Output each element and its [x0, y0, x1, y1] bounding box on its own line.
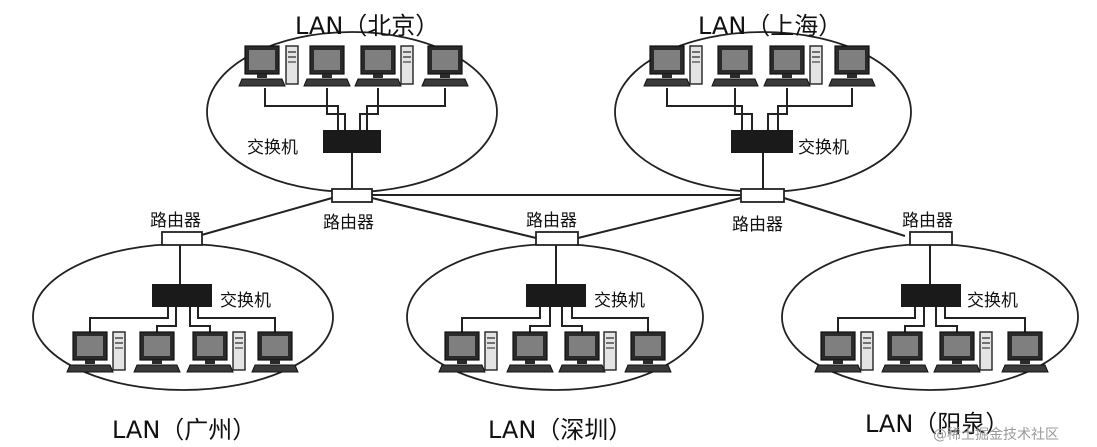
switch-label-shenzhen: 交换机: [594, 291, 645, 311]
pc-icon: [66, 331, 114, 373]
lan-title-guangzhou: LAN（广州）: [112, 416, 257, 444]
pc-icon: [251, 331, 299, 373]
switch-shanghai: [731, 130, 793, 153]
tower-icon: [484, 331, 498, 371]
pc-icon: [186, 331, 234, 373]
switch-label-beijing: 交换机: [247, 138, 298, 158]
router-label-shanghai: 路由器: [732, 215, 783, 235]
router-shenzhen: [535, 231, 579, 246]
lan-shenzhen: [438, 231, 672, 373]
router-label-guangzhou: 路由器: [150, 211, 201, 231]
tower-icon: [603, 331, 617, 371]
pc-icon: [421, 45, 469, 87]
pc-icon: [438, 331, 486, 373]
tower-icon: [689, 45, 703, 85]
pc-icon: [303, 45, 351, 87]
lan-title-shanghai: LAN（上海）: [698, 12, 843, 40]
pc-icon: [133, 331, 181, 373]
switch-label-yangquan: 交换机: [967, 291, 1018, 311]
switch-yangquan: [901, 284, 961, 307]
router-label-beijing: 路由器: [323, 213, 374, 233]
pc-icon: [238, 45, 286, 87]
pc-icon: [506, 331, 554, 373]
tower-icon: [112, 331, 126, 371]
router-beijing: [331, 188, 373, 203]
tower-icon: [979, 331, 993, 371]
switch-label-guangzhou: 交换机: [220, 291, 271, 311]
tower-icon: [809, 45, 823, 85]
tower-icon: [860, 331, 874, 371]
router-shanghai: [740, 188, 785, 203]
lan-title-yangquan: LAN（阳泉）: [865, 410, 1010, 438]
tower-icon: [400, 45, 414, 85]
pc-icon: [1001, 331, 1049, 373]
pc-icon: [828, 45, 876, 87]
backbone-links: [197, 194, 906, 239]
switch-beijing: [323, 130, 381, 153]
router-guangzhou: [161, 231, 203, 246]
lan-shanghai: [643, 45, 876, 203]
pc-icon: [763, 45, 811, 87]
pc-icon: [881, 331, 929, 373]
switch-shenzhen: [526, 284, 586, 307]
lan-title-beijing: LAN（北京）: [295, 12, 440, 40]
switch-guangzhou: [152, 284, 212, 307]
lan-title-shenzhen: LAN（深圳）: [488, 416, 633, 444]
router-yangquan: [909, 231, 953, 246]
pc-icon: [814, 331, 862, 373]
lan-beijing: [238, 45, 469, 203]
pc-icon: [643, 45, 691, 87]
router-label-yangquan: 路由器: [902, 211, 953, 231]
lan-guangzhou: [66, 231, 299, 373]
router-label-shenzhen: 路由器: [526, 211, 577, 231]
watermark-text: @稀土掘金技术社区: [933, 427, 1059, 443]
pc-icon: [711, 45, 759, 87]
pc-icon: [558, 331, 606, 373]
pc-icon: [933, 331, 981, 373]
tower-icon: [232, 331, 246, 371]
switch-label-shanghai: 交换机: [798, 138, 849, 158]
lan-yangquan: [814, 231, 1049, 373]
tower-icon: [285, 45, 299, 85]
pc-icon: [624, 331, 672, 373]
pc-icon: [354, 45, 402, 87]
